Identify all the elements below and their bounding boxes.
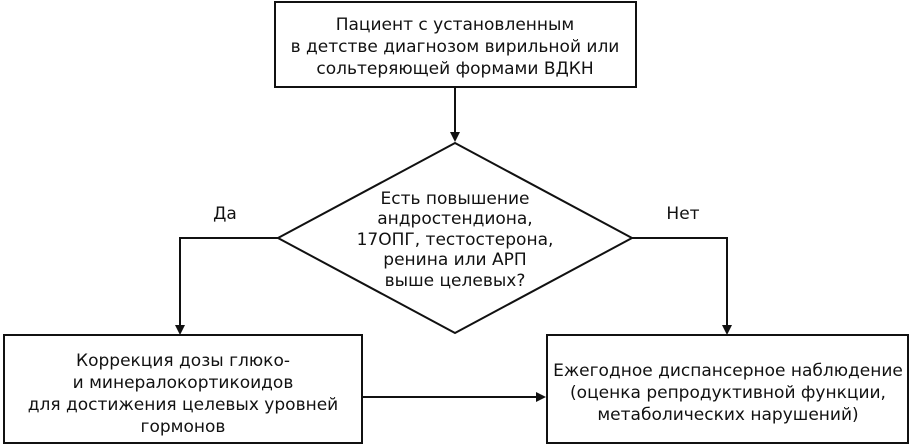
correction-node: Коррекция дозы глюко- и минералокортикои… — [3, 334, 363, 444]
observation-text-line-1: Ежегодное диспансерное наблюдение — [553, 361, 903, 381]
start-node: Пациент с установленным в детстве диагно… — [274, 1, 637, 88]
observation-text-line-3: метаболических нарушений) — [597, 405, 858, 425]
no-label: Нет — [666, 204, 699, 224]
decision-node: Есть повышение андростендиона, 17ОПГ, те… — [275, 141, 635, 335]
start-text-line-1: Пациент с установленным — [336, 15, 575, 35]
decision-text-line-1: Есть повышение — [380, 189, 529, 209]
observation-node: Ежегодное диспансерное наблюдение (оценк… — [546, 334, 909, 444]
arrow-yes-to-correction — [175, 237, 278, 335]
yes-label: Да — [213, 204, 237, 224]
correction-text-line-4: гормонов — [141, 417, 226, 437]
start-box — [274, 1, 637, 88]
observation-text-line-2: (оценка репродуктивной функции, — [570, 383, 886, 403]
decision-text-line-4: ренина или АРП — [383, 250, 526, 270]
correction-text-line-2: и минералокортикоидов — [73, 373, 294, 393]
arrow-no-to-observation — [632, 237, 732, 335]
decision-diamond — [275, 141, 635, 335]
decision-text-line-2: андростендиона, — [377, 209, 532, 229]
decision-text-line-3: 17ОПГ, тестостерона, — [357, 230, 554, 250]
correction-text-line-3: для достижения целевых уровней — [28, 395, 338, 415]
correction-box — [3, 334, 363, 444]
observation-box — [546, 334, 909, 444]
start-text-line-3: сольтеряющей формами ВДКН — [316, 59, 593, 79]
start-text-line-2: в детстве диагнозом вирильной или — [291, 37, 620, 57]
correction-text-line-1: Коррекция дозы глюко- — [76, 351, 290, 371]
decision-text-line-5: выше целевых? — [385, 271, 526, 291]
